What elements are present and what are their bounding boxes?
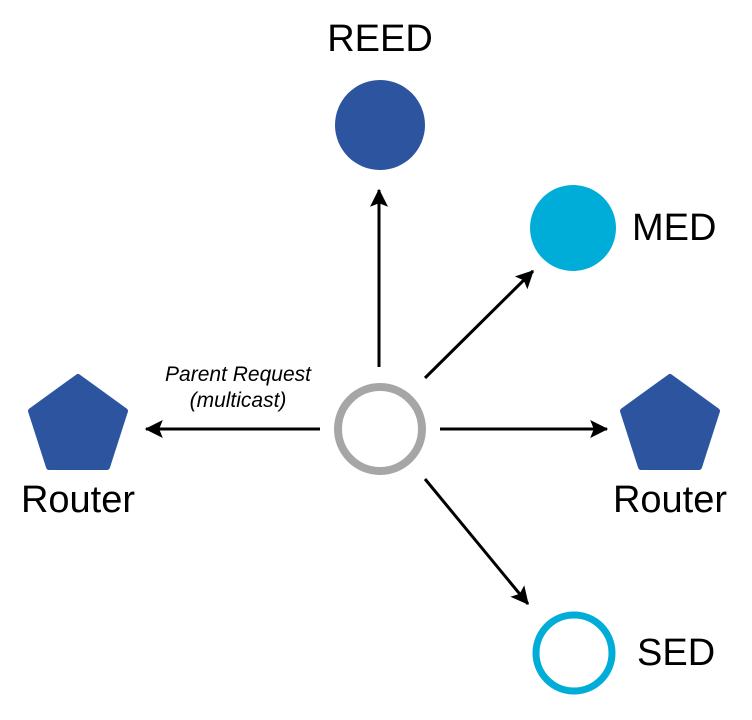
med-circle-icon — [530, 185, 616, 271]
annotation-line-1: Parent Request — [165, 363, 312, 386]
router-left-label: Router — [21, 479, 135, 521]
reed-circle-icon — [335, 80, 425, 170]
annotation-line-2: (multicast) — [190, 389, 287, 412]
node-router-right[interactable]: Router — [613, 374, 727, 521]
node-med[interactable]: MED — [530, 185, 716, 271]
node-router-left[interactable]: Router — [21, 374, 135, 521]
arrow-to-sed — [423, 478, 530, 605]
reed-label: REED — [327, 18, 433, 60]
sed-circle-icon — [532, 611, 616, 695]
parent-request-annotation: Parent Request (multicast) — [165, 363, 312, 412]
router-pentagon-icon — [28, 374, 128, 470]
arrow-group — [144, 188, 609, 605]
node-sed[interactable]: SED — [532, 611, 715, 695]
sed-label: SED — [637, 632, 715, 674]
node-reed[interactable]: REED — [327, 18, 433, 170]
med-label: MED — [632, 207, 716, 249]
center-device-circle-icon — [334, 383, 426, 475]
router-pentagon-icon — [620, 374, 720, 470]
node-center-device[interactable] — [334, 383, 426, 475]
arrow-to-med — [423, 269, 535, 380]
router-right-label: Router — [613, 479, 727, 521]
